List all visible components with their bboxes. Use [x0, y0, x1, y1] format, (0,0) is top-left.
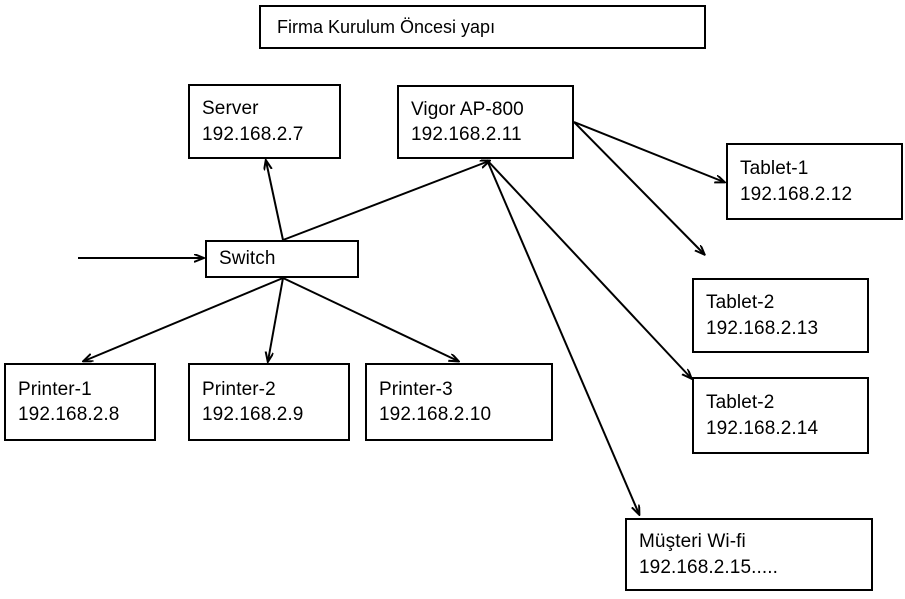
node-printer-2-name: Printer-2: [202, 378, 276, 400]
node-printer-1-name: Printer-1: [18, 378, 92, 400]
node-printer-3-ip: 192.168.2.10: [379, 404, 492, 425]
node-switch-name: Switch: [219, 248, 276, 270]
node-tablet-2-13-ip: 192.168.2.13: [706, 317, 819, 339]
connector-switch-to-printer3: [282, 277, 458, 361]
node-server-name: Server: [202, 98, 259, 120]
connector-switch-to-printer1: [84, 277, 284, 361]
connector-switch-to-printer2: [268, 277, 284, 361]
node-switch[interactable]: Switch: [205, 240, 359, 278]
node-tablet-2-14[interactable]: Tablet-2 192.168.2.14: [692, 377, 869, 454]
node-tablet-2-14-ip: 192.168.2.14: [706, 417, 819, 439]
connector-switch-to-vigor: [282, 161, 489, 241]
node-tablet-1-name: Tablet-1: [740, 158, 809, 180]
node-printer-2[interactable]: Printer-2 192.168.2.9: [188, 363, 350, 441]
node-tablet-2-13[interactable]: Tablet-2 192.168.2.13: [692, 278, 869, 353]
connector-vigor-to-tablet1: [573, 121, 724, 182]
node-printer-3-name: Printer-3: [379, 378, 453, 400]
node-printer-1-ip: 192.168.2.8: [18, 404, 120, 425]
node-vigor-ap-name: Vigor AP-800: [411, 98, 524, 120]
node-vigor-ap[interactable]: Vigor AP-800 192.168.2.11: [397, 85, 574, 159]
node-printer-2-ip: 192.168.2.9: [202, 404, 304, 425]
node-server[interactable]: Server 192.168.2.7: [188, 84, 341, 159]
connector-switch-to-server: [266, 161, 284, 241]
node-tablet-2-13-name: Tablet-2: [706, 292, 775, 314]
node-musteri-wifi-ip: 192.168.2.15.....: [639, 556, 779, 578]
node-printer-1[interactable]: Printer-1 192.168.2.8: [4, 363, 156, 441]
connector-vigor-to-tablet2b: [486, 159, 691, 378]
node-musteri-wifi-name: Müşteri Wi-fi: [639, 531, 746, 553]
diagram-title: Firma Kurulum Öncesi yapı: [277, 16, 496, 37]
node-musteri-wifi[interactable]: Müşteri Wi-fi 192.168.2.15.....: [625, 518, 873, 591]
connector-vigor-to-wifi: [486, 159, 639, 514]
node-tablet-2-14-name: Tablet-2: [706, 392, 775, 414]
node-server-ip: 192.168.2.7: [202, 123, 304, 145]
diagram-title-box: Firma Kurulum Öncesi yapı: [259, 5, 706, 49]
connector-vigor-to-tablet2a: [573, 121, 704, 254]
node-vigor-ap-ip: 192.168.2.11: [411, 124, 522, 145]
node-tablet-1[interactable]: Tablet-1 192.168.2.12: [726, 143, 903, 220]
node-printer-3[interactable]: Printer-3 192.168.2.10: [365, 363, 553, 441]
node-tablet-1-ip: 192.168.2.12: [740, 183, 853, 205]
